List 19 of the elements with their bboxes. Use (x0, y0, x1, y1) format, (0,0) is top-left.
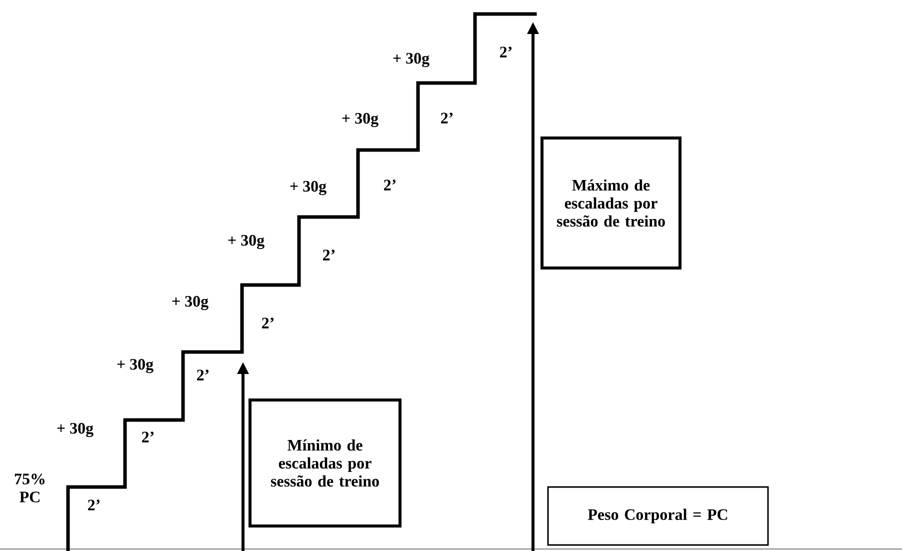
step-label: 2’ (197, 370, 209, 380)
step-label: + 30g (290, 180, 326, 196)
step-label: 2’ (323, 250, 335, 260)
text-box: Peso Corporal = PC (547, 486, 769, 546)
step-label: + 30g (393, 52, 430, 68)
step-label: 2’ (142, 432, 154, 442)
step-label: 2’ (88, 500, 100, 510)
step-label: + 30g (172, 296, 208, 310)
step-label: + 30g (117, 358, 154, 374)
step-label: + 30g (228, 234, 264, 250)
step-label: + 30g (342, 112, 378, 128)
text-box: Mínimo de escaladas por sessão de treino (248, 398, 402, 528)
step-label: 2’ (262, 318, 274, 328)
step-label: + 30g (57, 422, 94, 438)
step-label: 2’ (500, 46, 512, 58)
text-box: Máximo de escaladas por sessão de treino (540, 136, 682, 270)
step-label: 2’ (441, 112, 453, 124)
step-label: 2’ (384, 180, 396, 190)
weight-label: 75% PC (14, 474, 44, 502)
